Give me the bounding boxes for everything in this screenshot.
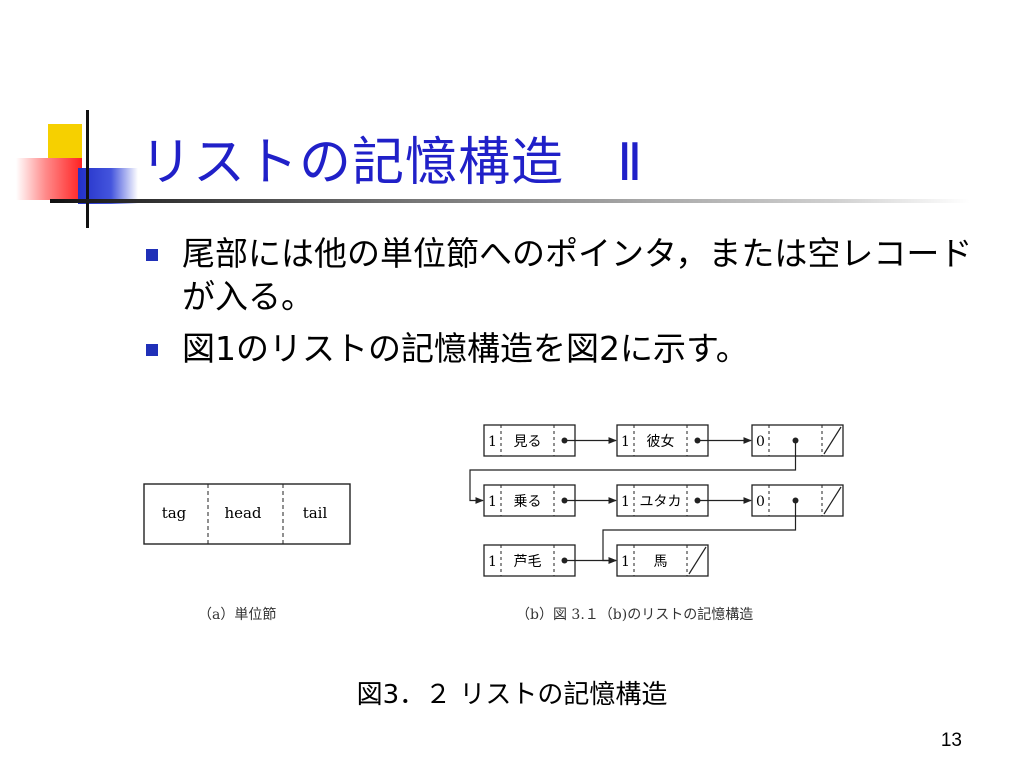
list-node-tag: 1 bbox=[488, 494, 497, 510]
unit-cell: tag head tail bbox=[143, 483, 351, 545]
unit-cell-frame bbox=[143, 483, 351, 545]
list-node-tag: 0 bbox=[756, 434, 765, 450]
list-node-tag: 0 bbox=[756, 494, 765, 510]
title-ornament-yellow bbox=[48, 124, 82, 164]
list-node-head: 馬 bbox=[654, 554, 668, 570]
list-node: 1 ユタカ bbox=[616, 484, 709, 517]
unit-cell-tag-label: tag bbox=[162, 504, 187, 522]
head-pointer-arrow bbox=[469, 440, 797, 504]
list-node-head: 彼女 bbox=[647, 433, 675, 450]
list-node-head: 見る bbox=[514, 434, 542, 450]
bullet-item-1: 尾部には他の単位節へのポインタ，または空レコードが入る。 bbox=[146, 232, 976, 318]
null-pointer-slash bbox=[688, 546, 707, 575]
list-node-frame bbox=[751, 484, 844, 517]
list-node-tag: 1 bbox=[621, 494, 630, 510]
list-node-head: 乗る bbox=[514, 494, 542, 510]
figure-caption: 図3．２ リストの記憶構造 bbox=[356, 680, 668, 710]
storage-structure-caption: （b）図 3.１（b)のリストの記憶構造 bbox=[516, 606, 753, 623]
bullet-text-1: 尾部には他の単位節へのポインタ，または空レコードが入る。 bbox=[182, 234, 973, 316]
list-node-tag: 1 bbox=[621, 554, 630, 570]
slide-title: リストの記憶構造 Ⅱ bbox=[140, 133, 644, 193]
page-number: 13 bbox=[940, 730, 962, 751]
bullet-item-2: 図1のリストの記憶構造を図2に示す。 bbox=[146, 327, 976, 370]
title-ornament-red bbox=[16, 158, 82, 200]
list-node: 1 乗る bbox=[483, 484, 576, 517]
title-underline bbox=[50, 199, 970, 203]
bullet-list: 尾部には他の単位節へのポインタ，または空レコードが入る。 図1のリストの記憶構造… bbox=[146, 232, 976, 379]
head-pointer-arrow bbox=[602, 500, 797, 564]
list-node-head: 芦毛 bbox=[514, 554, 542, 570]
bullet-square-icon bbox=[146, 249, 158, 261]
unit-cell-caption: （a）単位節 bbox=[198, 606, 276, 623]
title-ornament-vertical-line bbox=[86, 110, 89, 228]
list-node: 0 bbox=[751, 484, 844, 517]
list-node-tag: 1 bbox=[488, 434, 497, 450]
list-node-frame bbox=[616, 544, 709, 577]
list-node-head: ユタカ bbox=[640, 494, 682, 510]
list-node: 0 bbox=[751, 424, 844, 457]
list-node: 1 芦毛 bbox=[483, 544, 576, 577]
list-node-tag: 1 bbox=[621, 434, 630, 450]
bullet-square-icon bbox=[146, 344, 158, 356]
unit-cell-tail-label: tail bbox=[303, 504, 328, 522]
unit-cell-head-label: head bbox=[224, 504, 261, 522]
list-node: 1 見る bbox=[483, 424, 576, 457]
list-node-tag: 1 bbox=[488, 554, 497, 570]
bullet-text-2: 図1のリストの記憶構造を図2に示す。 bbox=[182, 329, 749, 368]
null-pointer-slash bbox=[823, 426, 842, 455]
list-node-frame bbox=[751, 424, 844, 457]
null-pointer-slash bbox=[823, 486, 842, 515]
list-node: 1 彼女 bbox=[616, 424, 709, 457]
